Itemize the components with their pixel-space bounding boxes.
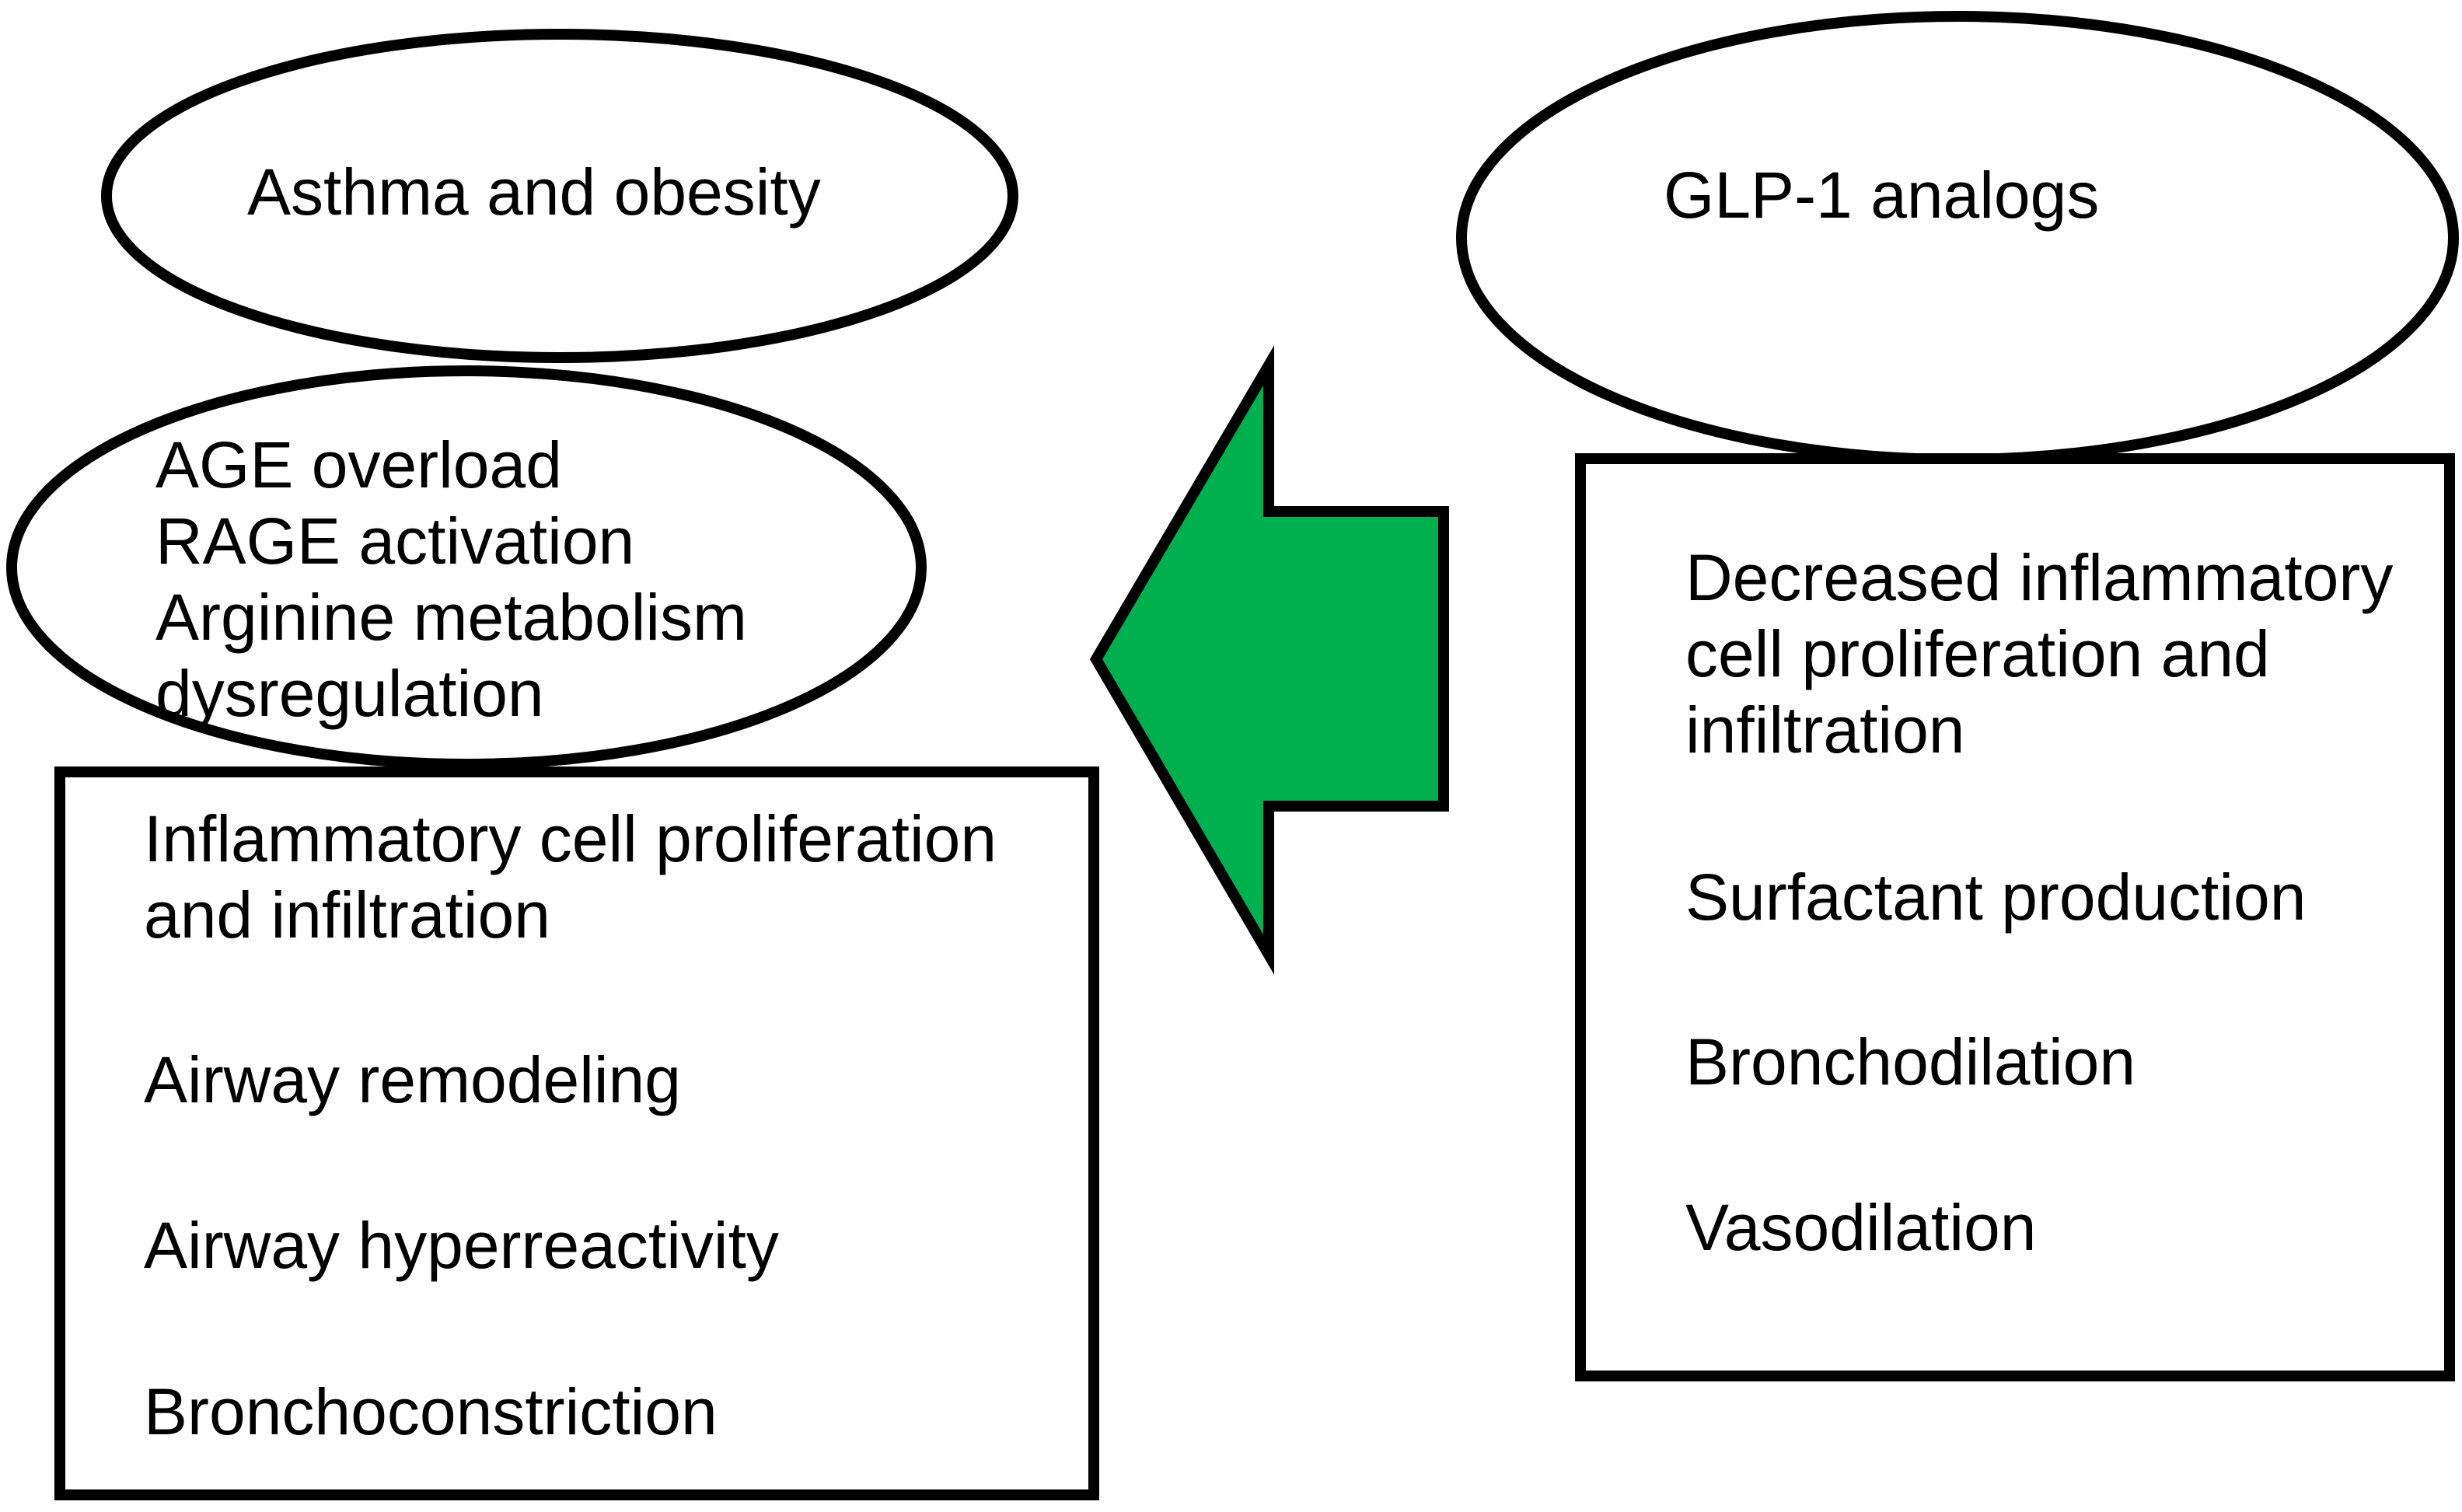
mechanisms-list: AGE overload RAGE activation Arginine me… bbox=[155, 427, 747, 732]
mechanism-arginine-metabolism: Arginine metabolism bbox=[155, 581, 748, 654]
asthma-effect-inflammation-line-2: and infiltration bbox=[144, 878, 550, 952]
mechanisms-ellipse bbox=[6, 365, 927, 770]
asthma-effect-inflammation: Inflammatory cell proliferation and infi… bbox=[144, 801, 997, 953]
asthma-effect-inflammation-line-1: Inflammatory cell proliferation bbox=[144, 802, 997, 875]
glp1-effect-surfactant: Surfactant production bbox=[1685, 861, 2307, 934]
asthma-obesity-title: Asthma and obesity bbox=[247, 155, 821, 229]
glp1-effect-line-3: infiltration bbox=[1685, 693, 1965, 766]
mechanism-dysregulation: dysregulation bbox=[155, 657, 544, 730]
green-left-arrow bbox=[1089, 345, 1449, 975]
glp1-title: GLP-1 analogs bbox=[1664, 159, 2100, 232]
mechanism-age-overload: AGE overload bbox=[155, 428, 562, 501]
asthma-effect-bronchoconstriction: Bronchoconstriction bbox=[144, 1375, 718, 1448]
glp1-effect-bronchodilation: Bronchodilation bbox=[1685, 1025, 2136, 1098]
glp1-effect-line-2: cell proliferation and bbox=[1685, 617, 2270, 690]
glp1-effect-vasodilation: Vasodilation bbox=[1685, 1191, 2037, 1264]
asthma-effect-hyperreactivity: Airway hyperreactivity bbox=[144, 1209, 779, 1282]
mechanism-rage-activation: RAGE activation bbox=[155, 505, 635, 578]
asthma-obesity-ellipse bbox=[101, 29, 1018, 363]
glp1-effect-line-1: Decreased inflammatory bbox=[1685, 541, 2394, 614]
glp1-ellipse bbox=[1456, 11, 2459, 465]
glp1-effects-box bbox=[1575, 453, 2455, 1381]
asthma-effects-box bbox=[54, 766, 1099, 1500]
asthma-effect-remodeling: Airway remodeling bbox=[144, 1043, 681, 1116]
glp1-effect-decreased-inflammation: Decreased inflammatory cell proliferatio… bbox=[1685, 540, 2393, 768]
